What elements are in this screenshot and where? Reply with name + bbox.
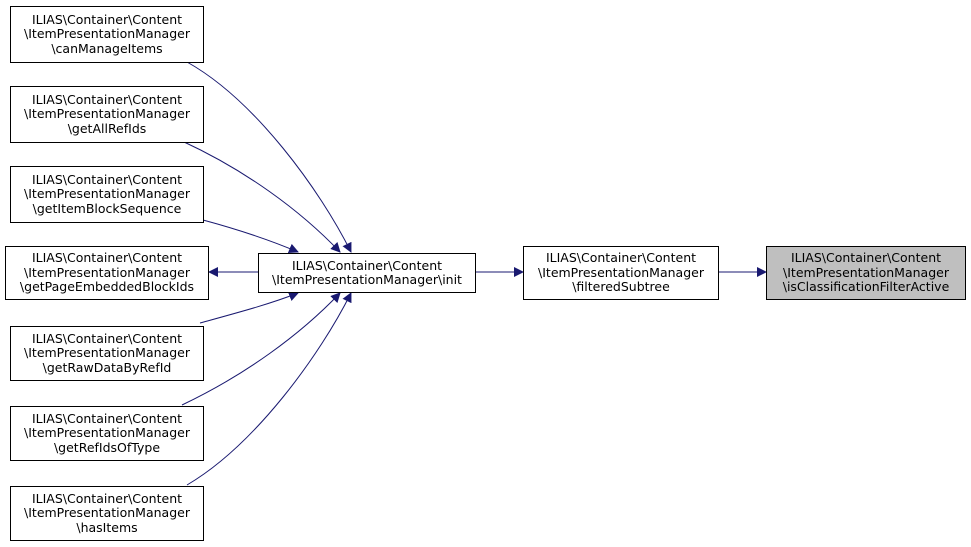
node-label-line: \getRawDataByRefId xyxy=(42,359,172,375)
node-label-line: \getItemBlockSequence xyxy=(32,200,182,216)
node-label-line: \ItemPresentationManager xyxy=(24,264,190,280)
node-label-line: ILIAS\Container\Content xyxy=(31,11,183,27)
node-label-line: \ItemPresentationManager xyxy=(24,26,190,42)
node-label-line: ILIAS\Container\Content xyxy=(31,250,183,266)
node-label-line: ILIAS\Container\Content xyxy=(31,330,183,346)
node-label-line: ILIAS\Container\Content xyxy=(31,91,183,107)
node-label-line: \ItemPresentationManager xyxy=(24,505,190,521)
node-label-line: ILIAS\Container\Content xyxy=(31,171,183,187)
node-label-line: ILIAS\Container\Content xyxy=(790,250,942,266)
node-get-all-ref-ids[interactable]: ILIAS\Container\Content \ItemPresentatio… xyxy=(10,86,204,143)
node-label-line: \ItemPresentationManager xyxy=(24,345,190,361)
node-init[interactable]: ILIAS\Container\Content \ItemPresentatio… xyxy=(258,253,476,293)
node-label-line: \ItemPresentationManager\init xyxy=(272,272,462,287)
edge-get-raw-data-by-ref-id-to-init xyxy=(199,291,299,324)
edge-can-manage-items-to-init xyxy=(186,61,352,253)
node-get-raw-data-by-ref-id[interactable]: ILIAS\Container\Content \ItemPresentatio… xyxy=(10,326,204,381)
node-get-page-embedded-block-ids[interactable]: ILIAS\Container\Content \ItemPresentatio… xyxy=(5,246,209,300)
node-label-line: \ItemPresentationManager xyxy=(783,264,949,280)
node-label-line: ILIAS\Container\Content xyxy=(291,257,443,273)
node-get-ref-ids-of-type[interactable]: ILIAS\Container\Content \ItemPresentatio… xyxy=(10,406,204,461)
node-label-line: ILIAS\Container\Content xyxy=(545,250,697,266)
node-label-line: \canManageItems xyxy=(51,40,163,56)
node-get-item-block-sequence[interactable]: ILIAS\Container\Content \ItemPresentatio… xyxy=(10,166,204,223)
node-label-line: \ItemPresentationManager xyxy=(24,106,190,122)
node-label-line: ILIAS\Container\Content xyxy=(31,410,183,426)
node-label-line: \isClassificationFilterActive xyxy=(782,279,950,295)
edge-get-all-ref-ids-to-init xyxy=(181,140,341,253)
node-is-classification-filter-active: ILIAS\Container\Content \ItemPresentatio… xyxy=(766,246,966,300)
node-label-line: \ItemPresentationManager xyxy=(538,264,704,280)
edge-has-items-to-init xyxy=(186,292,352,486)
node-label-line: \hasItems xyxy=(76,519,138,535)
node-label-line: \getPageEmbeddedBlockIds xyxy=(19,279,195,295)
node-label-line: ILIAS\Container\Content xyxy=(31,490,183,506)
node-label-line: \getAllRefIds xyxy=(67,120,147,136)
node-can-manage-items[interactable]: ILIAS\Container\Content \ItemPresentatio… xyxy=(10,6,204,63)
edge-get-item-block-sequence-to-init xyxy=(202,219,299,254)
node-label-line: \ItemPresentationManager xyxy=(24,186,190,202)
edge-get-ref-ids-of-type-to-init xyxy=(181,292,341,406)
node-label-line: \filteredSubtree xyxy=(572,279,670,295)
node-has-items[interactable]: ILIAS\Container\Content \ItemPresentatio… xyxy=(10,486,204,541)
node-filtered-subtree[interactable]: ILIAS\Container\Content \ItemPresentatio… xyxy=(523,246,719,300)
node-label-line: \getRefIdsOfType xyxy=(53,439,161,455)
node-label-line: \ItemPresentationManager xyxy=(24,425,190,441)
